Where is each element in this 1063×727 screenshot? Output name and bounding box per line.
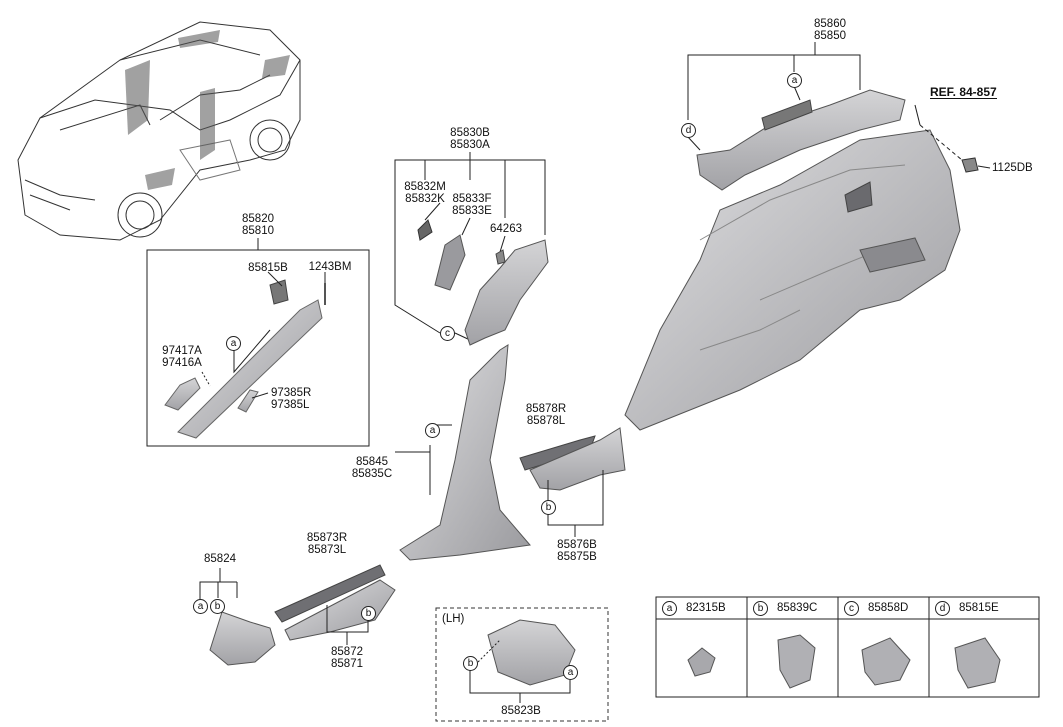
callout-c: c — [440, 326, 455, 341]
legend-key-d: d — [935, 601, 950, 616]
label-85860: 85860 — [814, 18, 846, 30]
b-pillar-grip — [434, 234, 466, 291]
label-lh: (LH) — [442, 613, 465, 625]
label-97416A: 97416A — [162, 357, 202, 369]
push-pin-icon — [687, 647, 716, 677]
quarter-trim-panel — [624, 129, 961, 431]
label-85810: 85810 — [242, 225, 274, 237]
legend-part-b: 85839C — [777, 602, 818, 614]
label-85820: 85820 — [242, 213, 274, 225]
rear-door-scuff — [529, 427, 626, 491]
label-85871: 85871 — [331, 658, 363, 670]
label-85815B: 85815B — [248, 262, 288, 274]
callout-a: a — [226, 336, 241, 351]
label-85876B: 85876B — [557, 539, 597, 551]
label-1243BM: 1243BM — [308, 261, 352, 273]
label-85872: 85872 — [331, 646, 363, 658]
callout-a: a — [193, 599, 208, 614]
label-85823B: 85823B — [501, 705, 541, 717]
vehicle-trim-highlight — [125, 30, 290, 190]
label-1125DB: 1125DB — [992, 162, 1033, 174]
label-85833E: 85833E — [452, 205, 492, 217]
label-85835C: 85835C — [351, 468, 393, 480]
lh-box — [435, 607, 609, 722]
quarter-vent — [844, 181, 873, 213]
label-64263: 64263 — [490, 223, 522, 235]
quarter-pocket — [859, 237, 926, 273]
legend-part-c: 85858D — [868, 602, 909, 614]
bolt-1125db — [961, 157, 979, 173]
legend-key-c: c — [844, 601, 859, 616]
label-97385R: 97385R — [271, 387, 312, 399]
label-85850: 85850 — [814, 30, 846, 42]
label-85875B: 85875B — [557, 551, 597, 563]
legend-part-a: 82315B — [686, 602, 726, 614]
callout-b: b — [541, 500, 556, 515]
reference-label[interactable]: REF. 84-857 — [930, 85, 997, 99]
label-85878R: 85878R — [525, 403, 567, 415]
label-85832M: 85832M — [404, 181, 446, 193]
front-scuff-strip — [274, 564, 386, 623]
clip-icon-b — [777, 634, 816, 689]
b-pillar-clip — [495, 249, 506, 265]
callout-a: a — [563, 665, 578, 680]
a-pillar-cover — [164, 377, 201, 411]
label-97417A: 97417A — [162, 345, 202, 357]
label-97385L: 97385L — [271, 399, 310, 411]
b-pillar-upper-trim — [464, 239, 549, 346]
b-pillar-lower-trim — [399, 344, 531, 561]
legend-key-b: b — [753, 601, 768, 616]
label-85833F: 85833F — [452, 193, 492, 205]
legend-icons — [687, 634, 1001, 689]
label-85878L: 85878L — [526, 415, 566, 427]
front-door-sill — [284, 579, 396, 641]
lh-bracket — [487, 619, 576, 686]
label-85873R: 85873R — [306, 532, 348, 544]
front-kick-trim — [209, 611, 276, 666]
label-85873L: 85873L — [307, 544, 347, 556]
clip-icon-d — [954, 637, 1001, 689]
label-85830A: 85830A — [450, 139, 490, 151]
legend-part-d: 85815E — [959, 602, 999, 614]
a-pillar-trim — [177, 299, 323, 439]
callout-b: b — [210, 599, 225, 614]
callout-a: a — [425, 423, 440, 438]
callout-a: a — [787, 73, 802, 88]
label-85845: 85845 — [356, 456, 388, 468]
callout-d: d — [681, 123, 696, 138]
b-pillar-leaders — [394, 152, 546, 341]
vehicle-illustration — [17, 21, 301, 241]
b-pillar-small-part — [417, 219, 433, 241]
callout-b: b — [361, 606, 376, 621]
label-85832K: 85832K — [405, 193, 445, 205]
label-85824: 85824 — [204, 553, 236, 565]
label-85830B: 85830B — [450, 127, 490, 139]
callout-b: b — [463, 656, 478, 671]
legend-key-a: a — [662, 601, 677, 616]
a-pillar-clip — [237, 389, 259, 413]
a-pillar-clip-part — [269, 279, 289, 305]
legend-table — [655, 596, 1040, 698]
clip-icon-c — [861, 637, 911, 686]
